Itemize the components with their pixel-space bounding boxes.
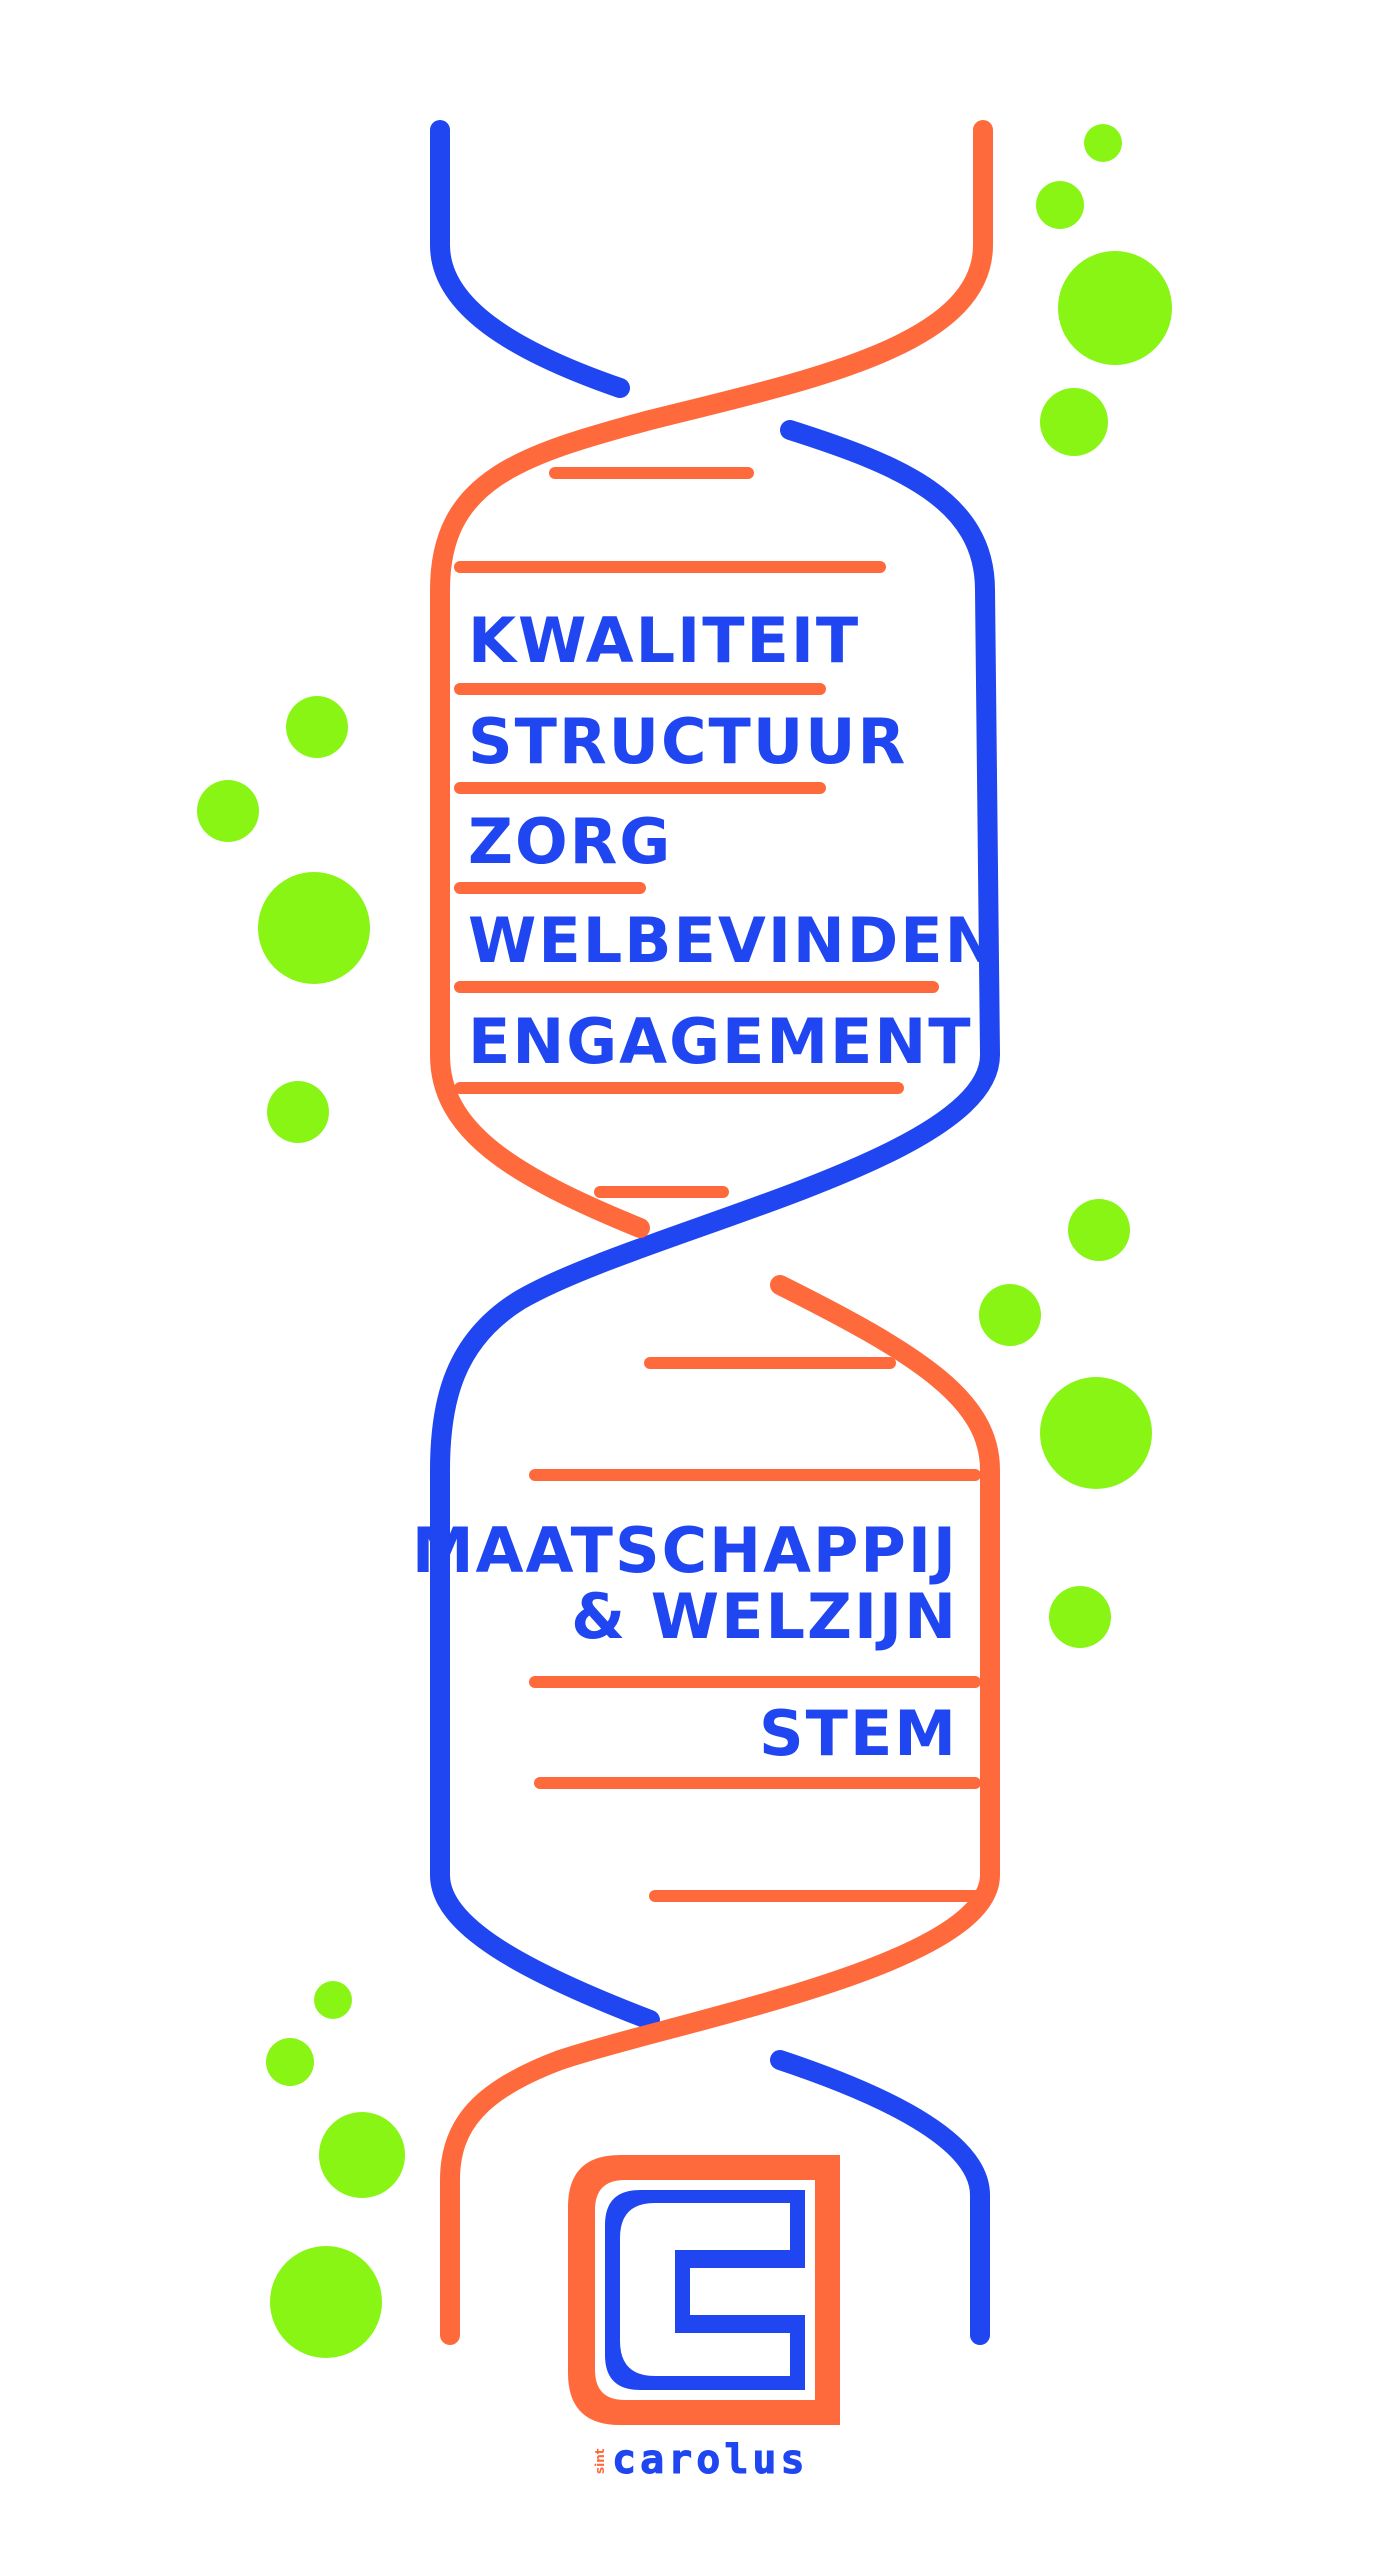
bubbles-group [197,124,1172,2358]
logo-name: carolus [612,2437,809,2483]
letter-c-logo-icon [568,2155,840,2425]
green-bubble-icon [1058,251,1172,365]
green-bubble-icon [979,1284,1041,1346]
green-bubble-icon [266,2038,314,2086]
blue-strand [430,120,1000,2345]
green-bubble-icon [319,2112,405,2198]
dna-helix-icon [430,120,1000,2345]
green-bubble-icon [267,1081,329,1143]
green-bubble-icon [270,2246,382,2358]
green-bubble-icon [197,780,259,842]
keyword-maatschappij: MAATSCHAPPIJ [412,1514,958,1587]
keyword-welbevinden: WELBEVINDEN [468,904,999,977]
rungs-lower [529,1357,981,1902]
green-bubble-icon [258,872,370,984]
keyword-welzijn: & WELZIJN [571,1580,958,1653]
green-bubble-icon [1068,1199,1130,1261]
keyword-stem: STEM [759,1697,958,1770]
green-bubble-icon [1084,124,1122,162]
green-bubble-icon [286,696,348,758]
lower-keywords: MAATSCHAPPIJ & WELZIJN STEM [412,1514,958,1770]
orange-strand [430,120,1000,2345]
green-bubble-icon [1040,388,1108,456]
keyword-engagement: ENGAGEMENT [468,1005,973,1078]
upper-keywords: KWALITEIT STRUCTUUR ZORG WELBEVINDEN ENG… [468,604,999,1078]
green-bubble-icon [1036,181,1084,229]
rungs-upper [454,467,939,1198]
green-bubble-icon [1040,1377,1152,1489]
green-bubble-icon [314,1981,352,2019]
logo-prefix: sint [593,2448,607,2474]
keyword-kwaliteit: KWALITEIT [468,604,860,677]
green-bubble-icon [1049,1586,1111,1648]
keyword-zorg: ZORG [468,805,672,878]
logo-white-inner [620,2203,790,2376]
keyword-structuur: STRUCTUUR [468,705,907,778]
